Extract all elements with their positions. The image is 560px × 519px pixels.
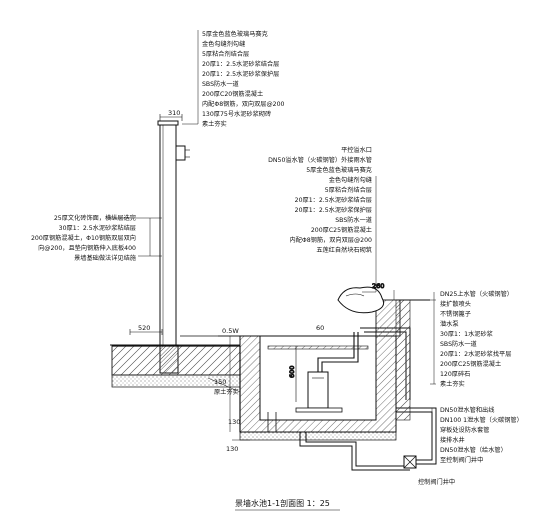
pool-callout: 5厚粘合剂结合层 xyxy=(325,186,372,194)
bottom-right-callout: 至控制阀门井中 xyxy=(440,456,483,464)
dim-130a-label: 130 xyxy=(228,418,240,426)
pool-callout: 金色勾缝剂勾缝 xyxy=(329,176,372,184)
pool-callout: 内配Φ8钢筋，双向双层@200 xyxy=(290,236,373,244)
left-callouts: 25厚文化砖饰面，横纵层迭完 30厚1：2.5水泥砂浆粘结层 200厚钢筋混凝土… xyxy=(31,214,136,262)
wall-callout: 20厚1：2.5水泥砂浆保护层 xyxy=(202,70,279,78)
pool-section: 600 xyxy=(180,327,437,471)
dim-260-label: 260 xyxy=(372,282,384,290)
wall-callout: 金色勾缝剂勾缝 xyxy=(202,40,245,48)
bottom-right-callout: DN50泄水管（给水管） xyxy=(440,446,507,454)
bottom-right-callout: 穿板处设防水套管 xyxy=(440,426,490,434)
left-callout: 25厚文化砖饰面，横纵层迭完 xyxy=(54,214,136,222)
bottom-right-callout: 控制阀门井中 xyxy=(418,478,455,486)
water-level-label: 0.5W xyxy=(222,327,239,335)
left-callout: 200厚钢筋混凝土，Φ10钢筋双层双向 xyxy=(31,234,136,242)
pool-callout: 200厚C25钢筋混凝土 xyxy=(311,226,372,234)
wall-callout: 内配Φ8钢筋，双向双层@200 xyxy=(202,100,285,108)
pool-callout: 20厚1：2.5水泥砂浆结合层 xyxy=(295,196,372,204)
left-callout: 向@200，且垫向钢筋伸入底板400 xyxy=(38,244,136,252)
right-callout: 接扩散喷头 xyxy=(440,300,471,308)
right-callout: 不锈钢篦子 xyxy=(440,310,471,318)
pool-callout: SBS防水一道 xyxy=(335,216,372,224)
wall-callout: 5厚粘合剂结合层 xyxy=(202,50,249,58)
pool-callout: 五莲红自然块石砌筑 xyxy=(316,246,372,254)
feature-wall xyxy=(157,120,190,374)
right-callout: 潜水泵 xyxy=(440,320,459,328)
wall-callout: 20厚1：2.5水泥砂浆结合层 xyxy=(202,60,279,68)
right-callout: DN25上水管（火碳钢管） xyxy=(440,290,513,298)
wall-callout: 200厚C20钢筋混凝土 xyxy=(202,90,263,98)
right-callout: 素土夯实 xyxy=(440,380,465,388)
right-callout: 200厚C25钢筋混凝土 xyxy=(440,360,501,368)
right-callout: 20厚1：2水泥砂浆找平层 xyxy=(440,350,511,358)
drawing-title: 景墙水池1-1剖面图 1：25 xyxy=(235,498,340,511)
leaders xyxy=(108,30,436,460)
pool-callout: 平控溢水口 xyxy=(341,146,372,154)
pool-callout: 5厚金色蓝色玻璃马赛克 xyxy=(306,166,372,174)
dim-60-label: 60 xyxy=(316,324,324,332)
wall-callout: SBS防水一道 xyxy=(202,80,239,88)
pool-callout: DN50溢水管（火碳钢管）外接雨水管 xyxy=(268,156,372,164)
dimension-310: 310 xyxy=(159,109,183,121)
right-callouts: DN25上水管（火碳钢管） 接扩散喷头 不锈钢篦子 潜水泵 30厚1：1水泥砂浆… xyxy=(440,290,513,388)
bottom-right-callout: DN100 1泄水管（火碳钢管） xyxy=(440,416,523,424)
right-ground xyxy=(395,299,430,421)
right-callout: 120厚碎石 xyxy=(440,370,470,378)
wall-callouts: 5厚金色蓝色玻璃马赛克 金色勾缝剂勾缝 5厚粘合剂结合层 20厚1：2.5水泥砂… xyxy=(202,30,285,128)
bottom-right-callouts: DN50泄水管和出线 DN100 1泄水管（火碳钢管） 穿板处设防水套管 接排水… xyxy=(418,406,523,486)
bottom-right-callout: 接排水井 xyxy=(440,436,465,444)
dim-600-label: 600 xyxy=(288,366,296,378)
wall-callout: 素土夯实 xyxy=(202,120,227,128)
bottom-right-callout: DN50泄水管和出线 xyxy=(440,406,494,414)
title-text: 景墙水池1-1剖面图 1：25 xyxy=(235,498,330,508)
left-callout: 30厚1：2.5水泥砂浆粘结层 xyxy=(59,224,136,232)
dim-130b-label: 130 xyxy=(226,445,238,453)
pool-callouts: 平控溢水口 DN50溢水管（火碳钢管）外接雨水管 5厚金色蓝色玻璃马赛克 金色勾… xyxy=(268,146,373,254)
right-callout: SBS防水一道 xyxy=(440,340,477,348)
ground-label: 原土夯实 xyxy=(214,388,239,396)
right-callout: 30厚1：1水泥砂浆 xyxy=(440,330,493,338)
pool-dims-left: 150 130 130 xyxy=(214,336,250,453)
wall-callout: 5厚金色蓝色玻璃马赛克 xyxy=(202,30,268,38)
pool-callout: 20厚1：2.5水泥砂浆保护层 xyxy=(295,206,372,214)
left-callout: 景墙基础做法详见结施 xyxy=(74,254,136,262)
dim-150-label: 150 xyxy=(214,378,226,386)
dim-310-label: 310 xyxy=(168,109,180,117)
dim-520-label: 520 xyxy=(138,324,150,332)
wall-callout: 130厚75号水泥砂浆砌砖 xyxy=(202,110,271,118)
